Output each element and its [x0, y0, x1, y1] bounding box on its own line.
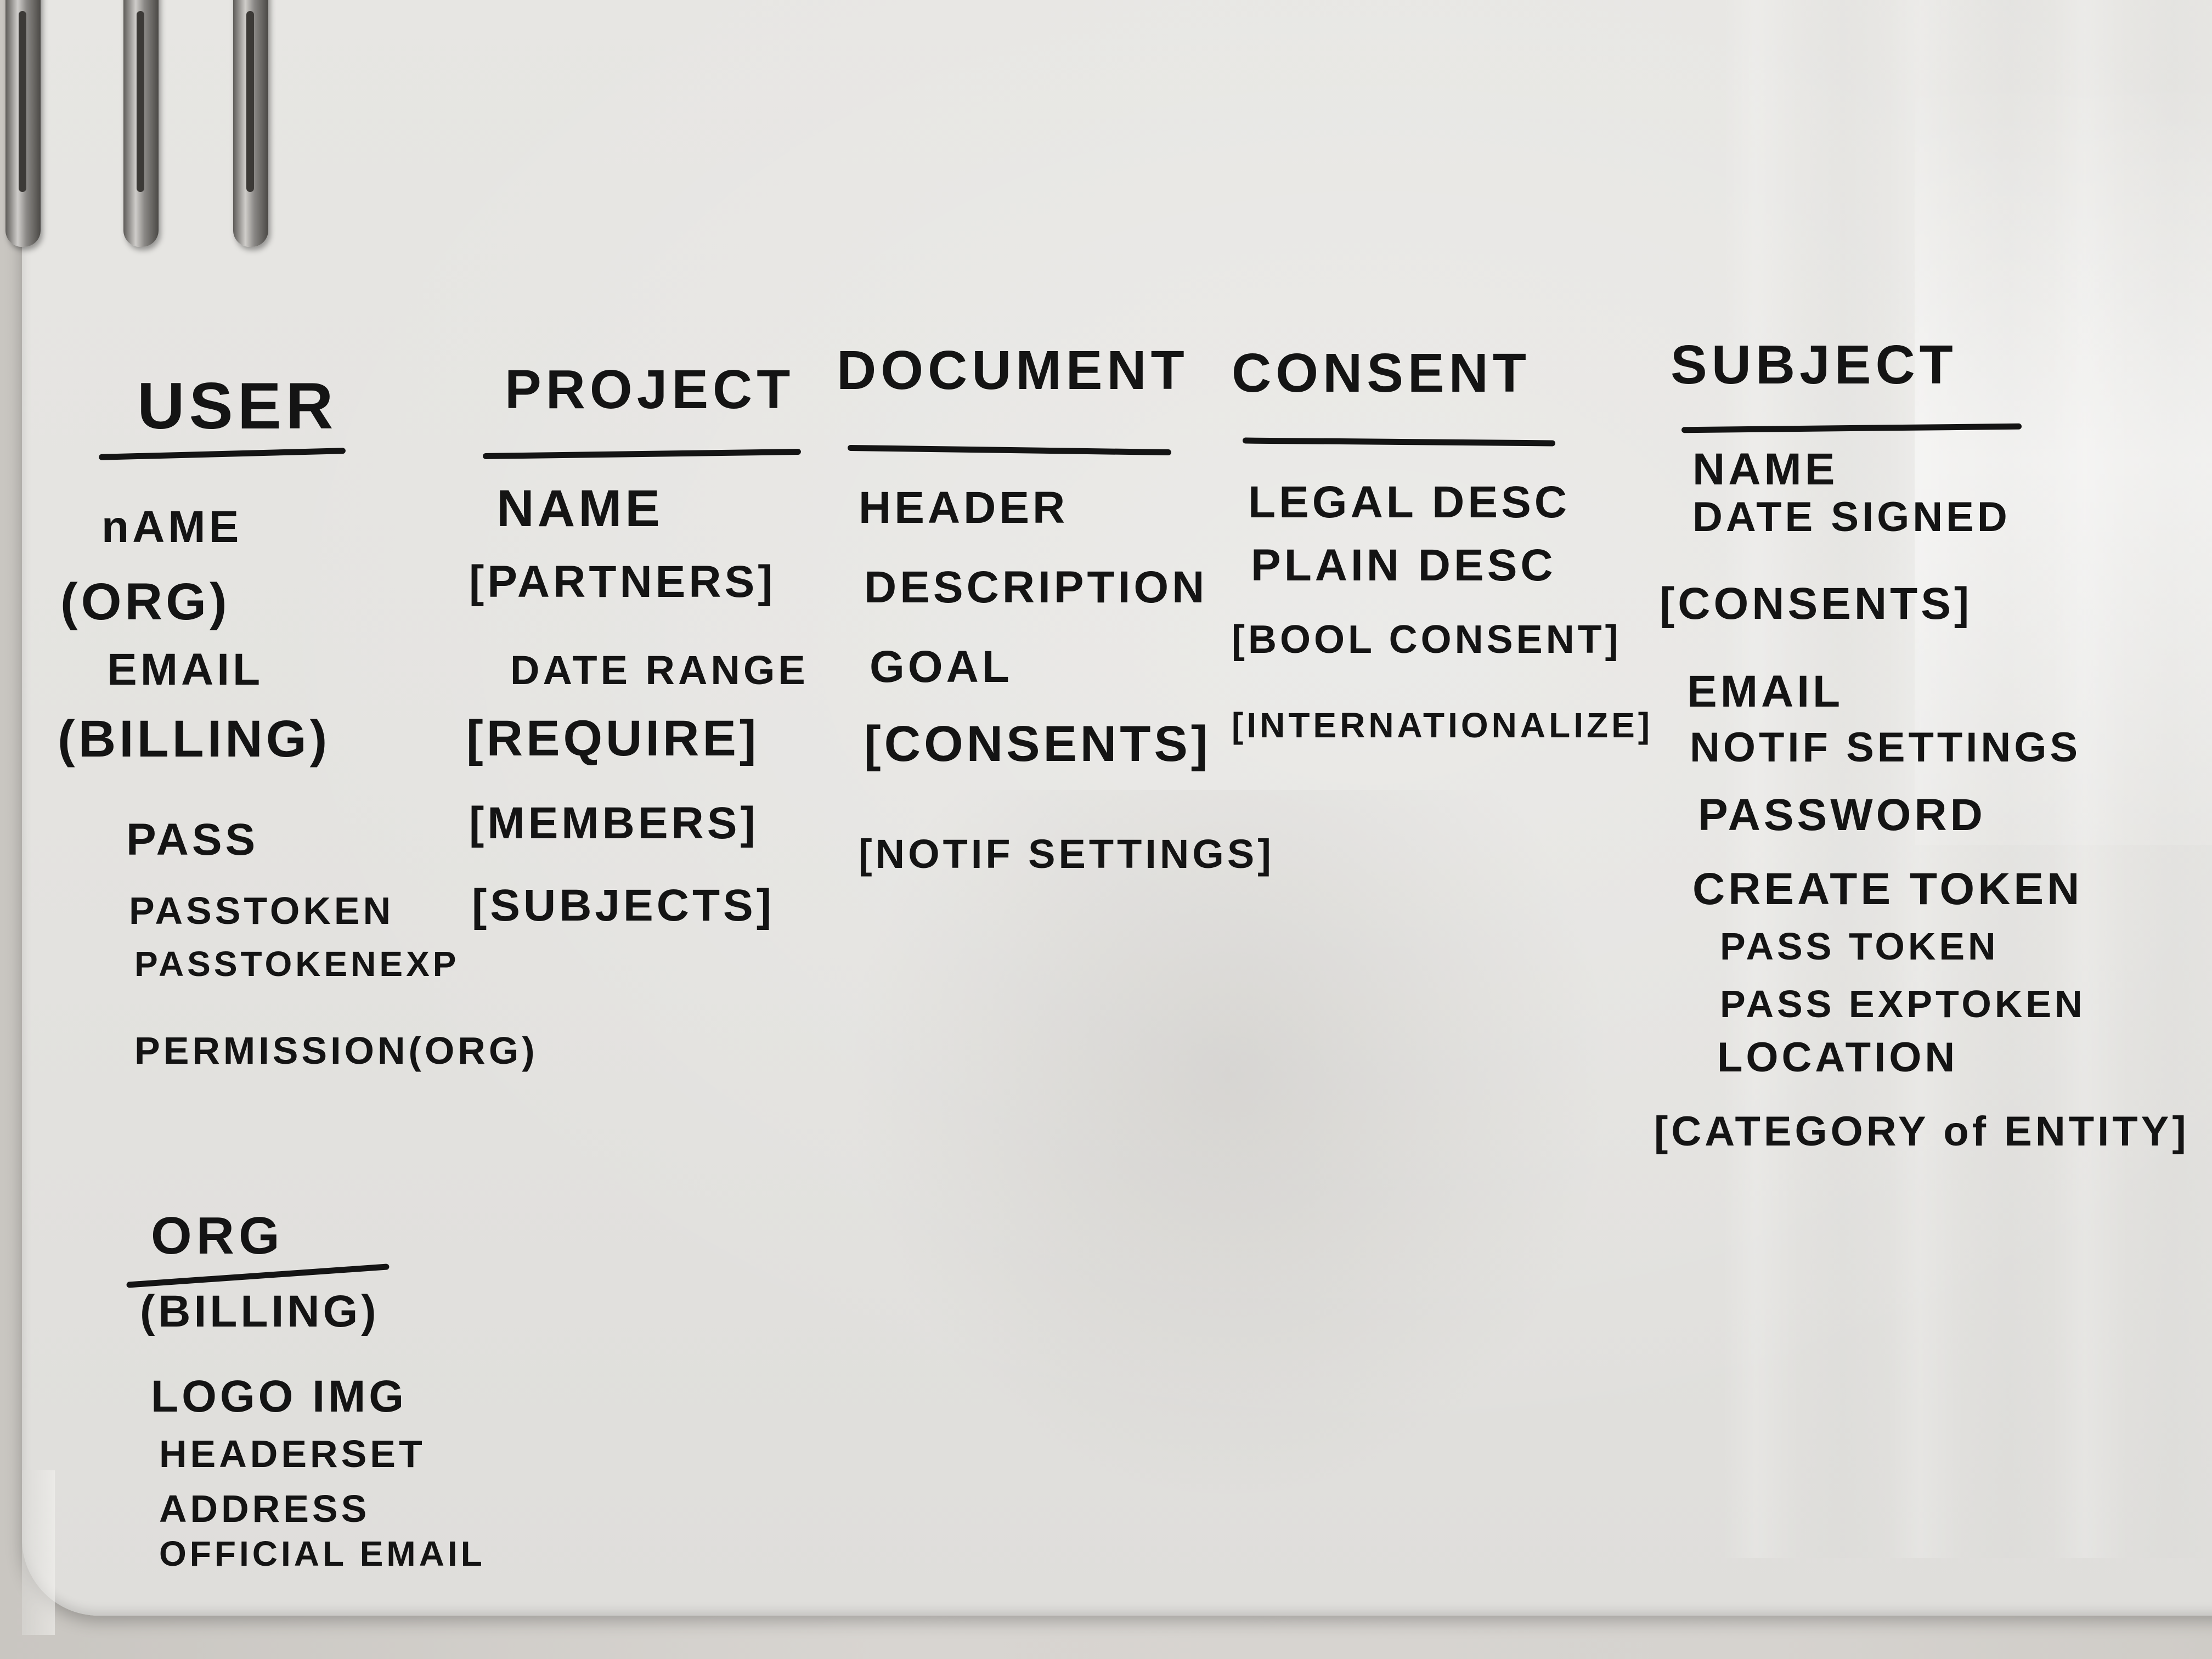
board-frame-corner [22, 1470, 55, 1635]
entity-field: EMAIL [1687, 667, 1844, 716]
entity-title: ORG [151, 1206, 284, 1265]
entity-field: GOAL [870, 642, 1013, 692]
entity-field: NAME [496, 479, 663, 538]
entity-field: DATE RANGE [510, 647, 809, 693]
magnetic-clip [5, 0, 41, 247]
entity-field: PASSTOKENEXP [134, 944, 460, 984]
entity-field: HEADER [859, 483, 1069, 533]
entity-field: PASS [126, 815, 259, 865]
title-underline [1681, 423, 2022, 433]
entity-title: CONSENT [1232, 342, 1531, 404]
entity-title: USER [137, 369, 338, 443]
entity-field: HEADERSET [159, 1432, 426, 1475]
entity-field: LEGAL DESC [1248, 477, 1570, 527]
entity-field: DATE SIGNED [1692, 494, 2011, 540]
entity-field: EMAIL [107, 645, 264, 695]
entity-field: (ORG) [60, 573, 230, 631]
entity-field: [MEMBERS] [469, 798, 759, 848]
entity-field: CREATE TOKEN [1692, 864, 2083, 914]
entity-field: [CONSENTS] [1660, 579, 1973, 629]
entity-title: DOCUMENT [837, 340, 1189, 401]
entity-field: PERMISSION(ORG) [134, 1029, 538, 1072]
entity-field: LOCATION [1717, 1034, 1959, 1081]
title-underline [482, 448, 802, 460]
entity-field: [CONSENTS] [864, 716, 1211, 772]
entity-field: [NOTIF SETTINGS] [859, 831, 1274, 877]
entity-field: (BILLING) [140, 1286, 380, 1336]
entity-field: [INTERNATIONALIZE] [1232, 706, 1654, 745]
entity-field: NOTIF SETTINGS [1690, 724, 2081, 771]
entity-field: ADDRESS [159, 1487, 370, 1530]
entity-field: [REQUIRE] [466, 710, 760, 766]
entity-field: nAME [101, 502, 242, 552]
entity-field: LOGO IMG [151, 1372, 408, 1421]
magnetic-clip [123, 0, 159, 247]
magnetic-clip [233, 0, 268, 247]
title-underline [126, 1263, 390, 1288]
entity-field: [BOOL CONSENT] [1232, 618, 1622, 662]
entity-field: PASSWORD [1698, 790, 1986, 840]
entity-field: [CATEGORY of ENTITY] [1654, 1108, 2190, 1155]
entity-field: PASS TOKEN [1720, 925, 1999, 968]
entity-title: PROJECT [505, 359, 795, 420]
title-underline [98, 448, 346, 460]
entity-field: [SUBJECTS] [472, 881, 775, 930]
title-underline [1242, 437, 1556, 447]
entity-field: PASSTOKEN [129, 889, 394, 932]
entity-field: [PARTNERS] [469, 557, 776, 607]
entity-title: SUBJECT [1671, 334, 1957, 396]
entity-field: OFFICIAL EMAIL [159, 1534, 486, 1573]
entity-field: PLAIN DESC [1251, 540, 1556, 590]
entity-field: DESCRIPTION [864, 562, 1208, 612]
title-underline [847, 444, 1172, 456]
entity-field: (BILLING) [58, 710, 331, 768]
entity-field: NAME [1692, 444, 1838, 494]
entity-field: PASS EXPTOKEN [1720, 983, 2086, 1025]
